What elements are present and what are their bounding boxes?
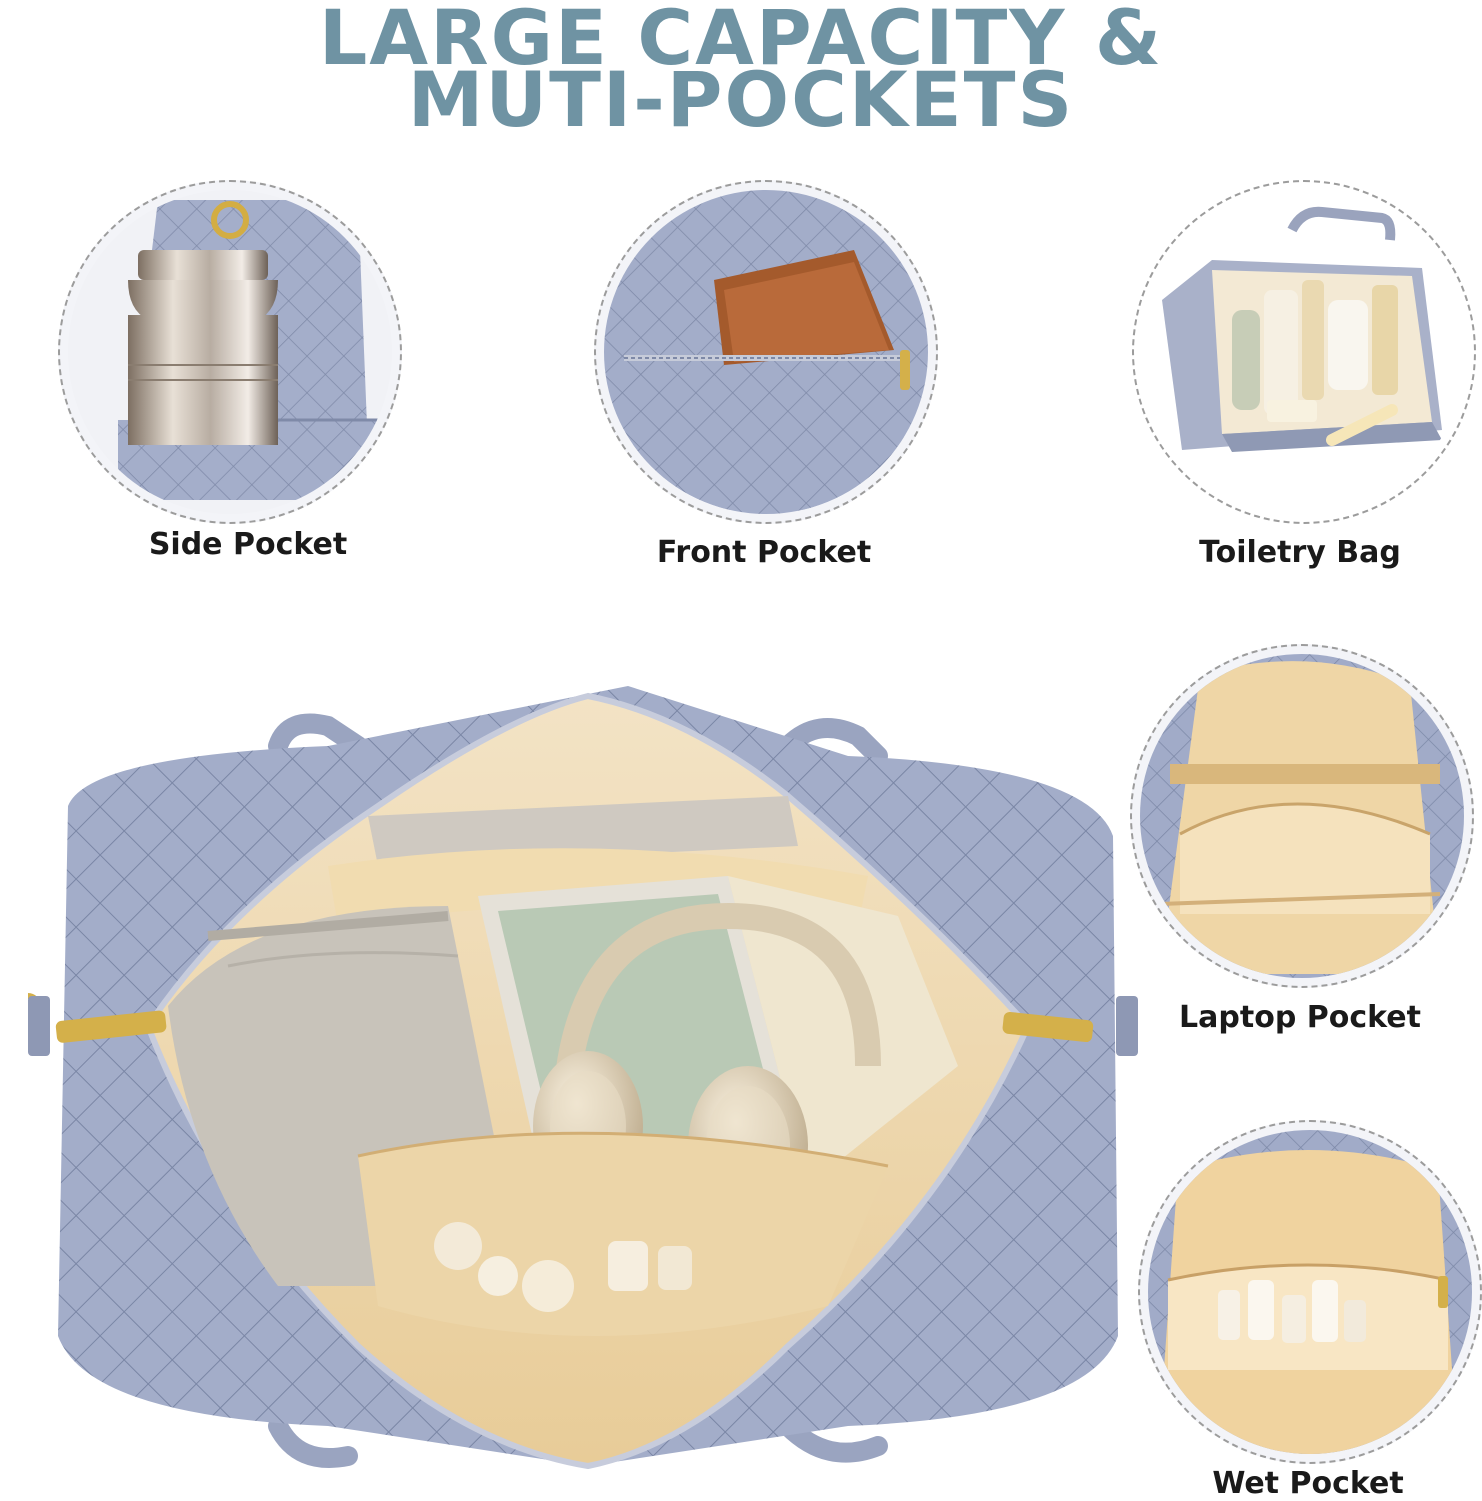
wet-pocket-label: Wet Pocket bbox=[1212, 1466, 1404, 1501]
front-pocket-label: Front Pocket bbox=[656, 535, 872, 570]
headline-line-2: MUTI-POCKETS bbox=[407, 55, 1075, 144]
side-pocket-circle bbox=[58, 180, 402, 524]
wet-pocket-circle bbox=[1138, 1120, 1482, 1464]
laptop-pocket-photo bbox=[1140, 654, 1464, 978]
toiletry-bag-label: Toiletry Bag bbox=[1199, 535, 1401, 570]
toiletry-bag-circle bbox=[1132, 180, 1476, 524]
side-pocket-label: Side Pocket bbox=[148, 527, 348, 562]
side-pocket-photo bbox=[68, 190, 392, 514]
laptop-pocket-label: Laptop Pocket bbox=[1179, 1000, 1421, 1035]
laptop-pocket-circle bbox=[1130, 644, 1474, 988]
headline-line-1: LARGE CAPACITY & bbox=[318, 0, 1164, 82]
toiletry-bag-photo bbox=[1142, 190, 1466, 514]
wet-pocket-photo bbox=[1148, 1130, 1472, 1454]
front-pocket-photo bbox=[604, 190, 928, 514]
open-duffel-bag-photo bbox=[28, 686, 1138, 1486]
front-pocket-circle bbox=[594, 180, 938, 524]
